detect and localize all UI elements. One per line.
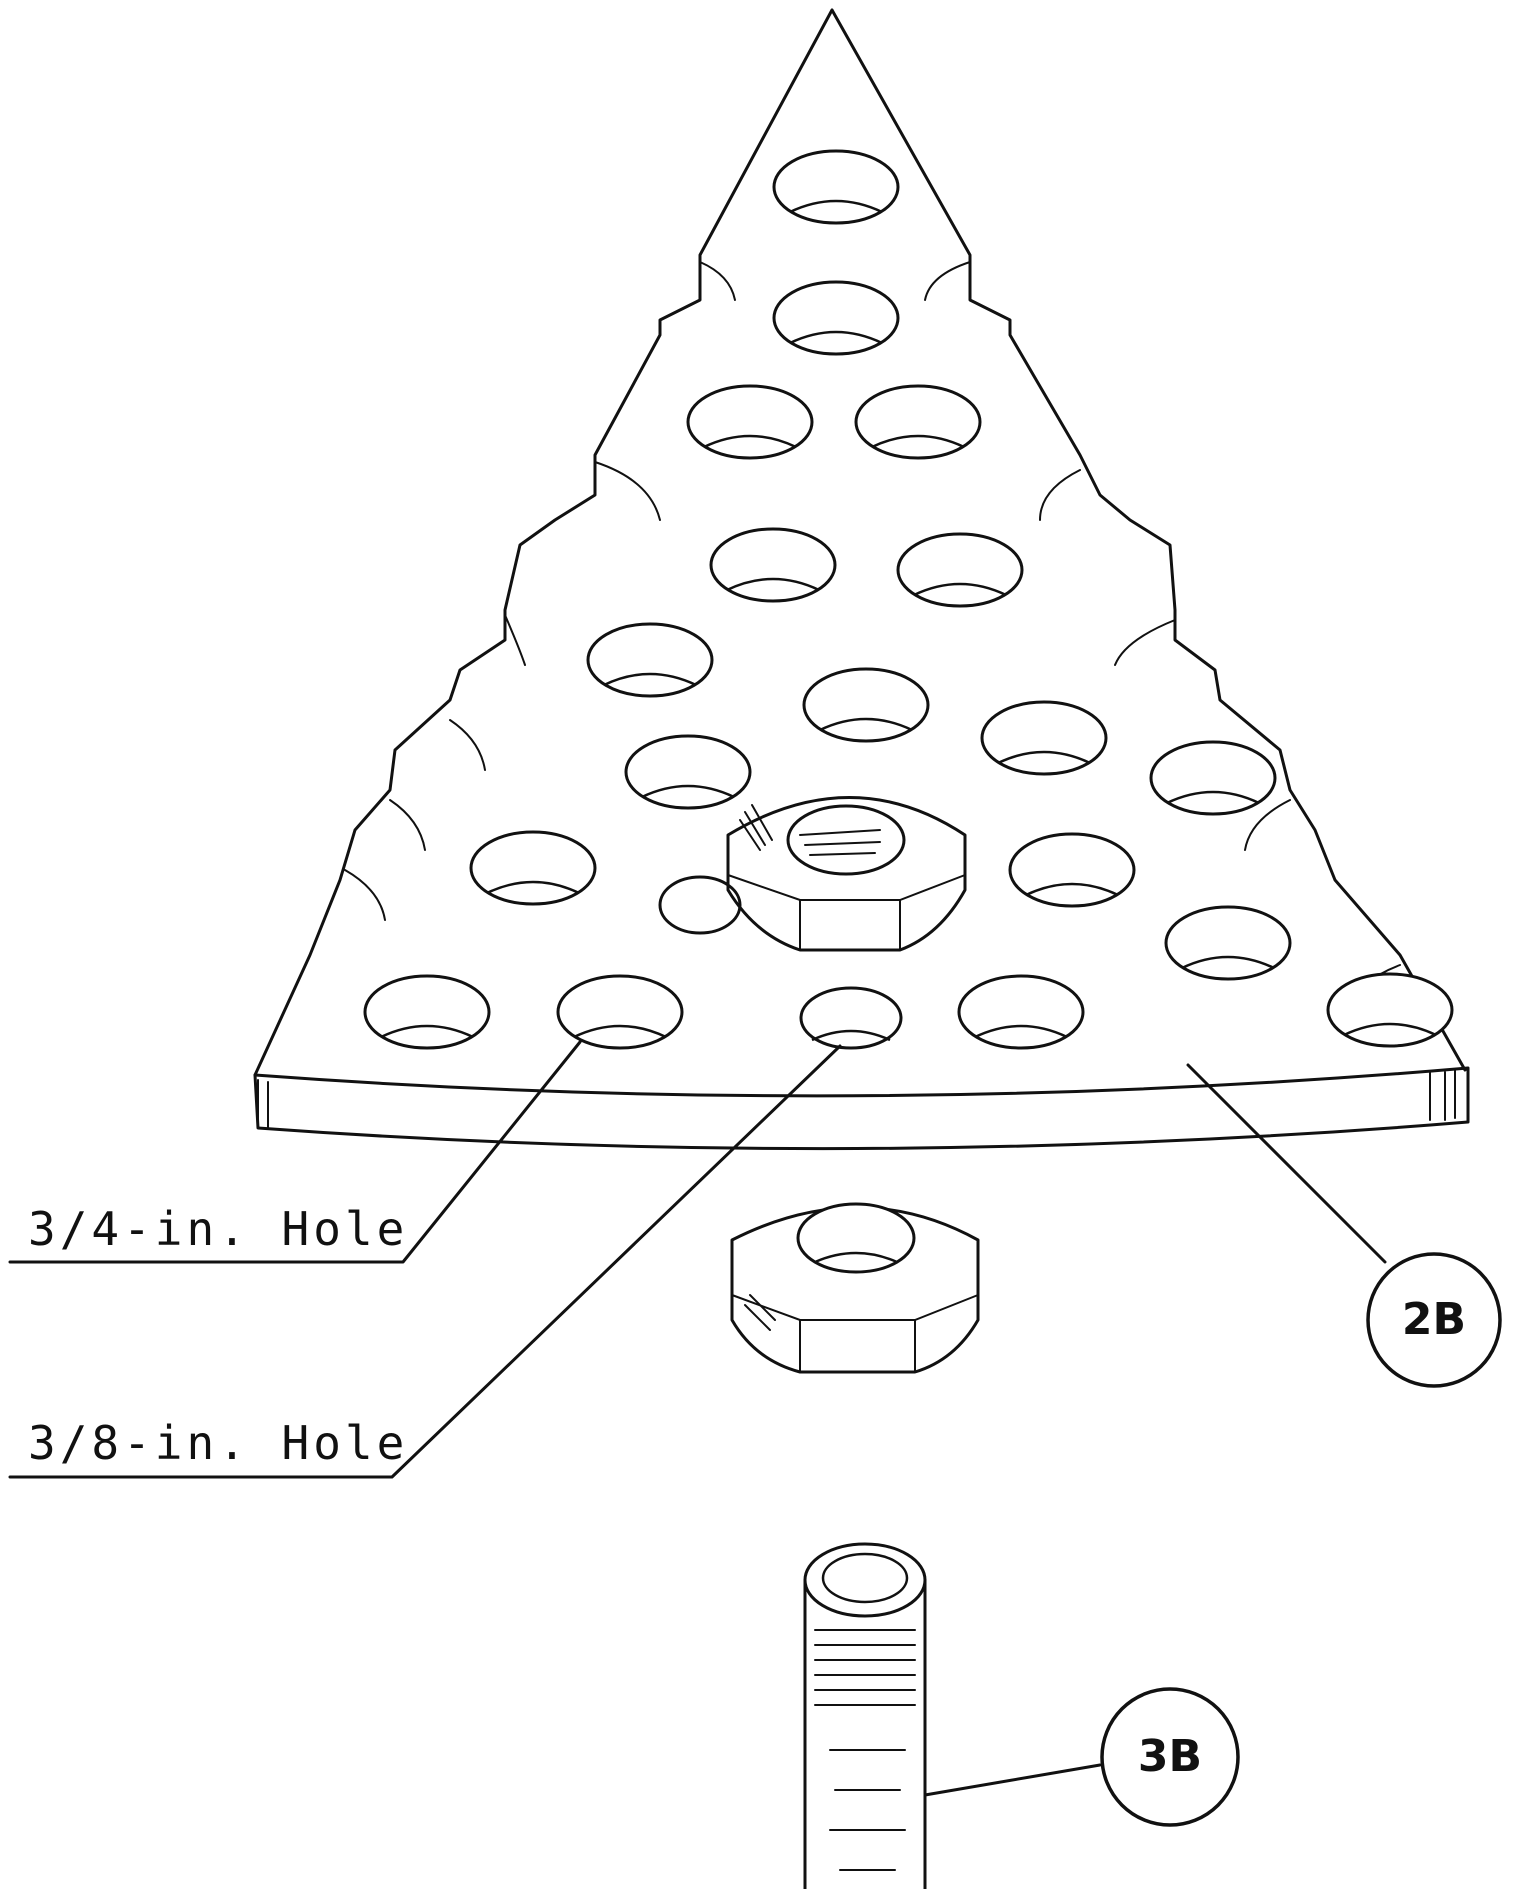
perforated-plate bbox=[253, 8, 1470, 1151]
label-three-quarter-hole: 3/4-in. Hole bbox=[28, 1202, 408, 1256]
hole-three-eighth-inch bbox=[799, 986, 903, 1050]
lower-hex-nut bbox=[730, 1202, 980, 1374]
threaded-stud bbox=[803, 1542, 927, 1889]
callout-2b: 2B bbox=[1366, 1252, 1502, 1388]
callout-3b: 3B bbox=[1100, 1687, 1240, 1827]
top-hex-nut bbox=[658, 796, 967, 952]
hole-three-quarter-inch bbox=[556, 974, 684, 1050]
label-three-eighth-hole: 3/8-in. Hole bbox=[28, 1416, 408, 1470]
holes bbox=[363, 149, 1454, 1050]
plate-outline bbox=[253, 8, 1467, 1077]
plate-front-edge bbox=[253, 1066, 1470, 1151]
callout-2b-text: 2B bbox=[1402, 1294, 1466, 1345]
callout-3b-text: 3B bbox=[1138, 1731, 1202, 1782]
leader-lines bbox=[8, 1040, 1387, 1797]
